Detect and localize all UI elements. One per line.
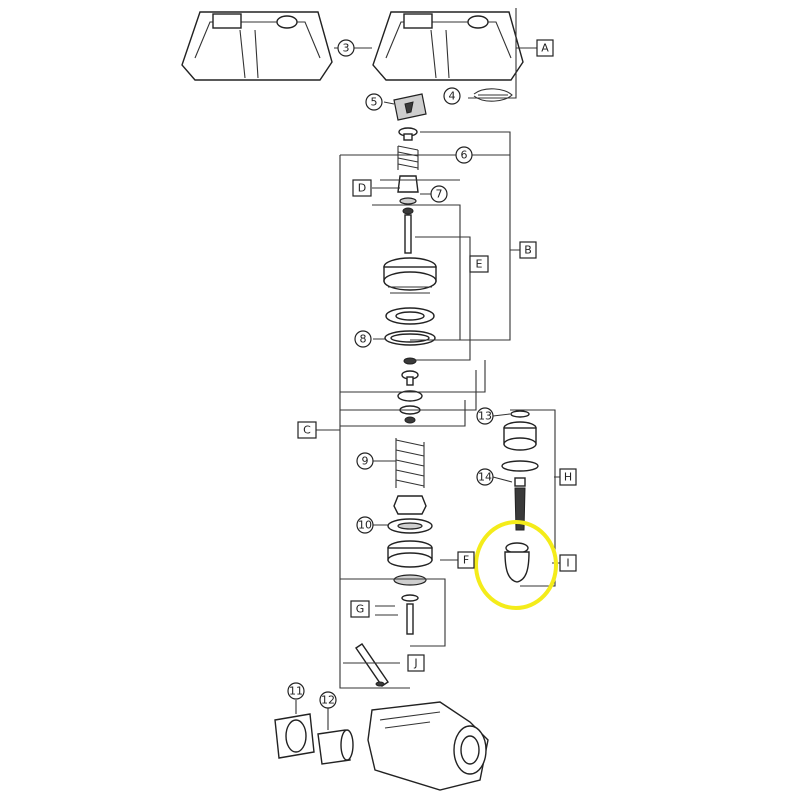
svg-text:7: 7	[436, 188, 443, 201]
svg-text:H: H	[564, 471, 572, 484]
bonnet-nut	[383, 257, 437, 294]
svg-text:5: 5	[371, 96, 378, 109]
group-label-b: B	[519, 241, 537, 259]
callout-11: 11	[287, 682, 305, 700]
seal-disc	[393, 574, 427, 586]
valve-body	[367, 701, 489, 791]
small-washers	[397, 357, 423, 424]
group-label-i: I	[559, 554, 577, 572]
diaphragm	[387, 540, 433, 568]
highlight-circle	[474, 520, 558, 610]
tube-12	[317, 729, 354, 765]
nut-11	[274, 713, 315, 759]
group-label-j: J	[407, 654, 425, 672]
callout-3: 3	[337, 39, 355, 57]
callout-14: 14	[476, 468, 494, 486]
ring-h	[501, 460, 539, 472]
group-label-d: D	[352, 179, 372, 197]
svg-text:4: 4	[449, 90, 456, 103]
svg-text:D: D	[358, 182, 366, 195]
svg-text:F: F	[463, 554, 469, 567]
valve-head	[397, 175, 419, 215]
svg-text:E: E	[476, 258, 483, 271]
group-label-a: A	[536, 39, 554, 57]
svg-text:C: C	[303, 424, 311, 437]
pin-g	[401, 594, 419, 635]
group-label-e: E	[469, 255, 489, 273]
bleed-pin-j	[355, 643, 389, 687]
group-label-h: H	[559, 468, 577, 486]
callout-7: 7	[430, 185, 448, 203]
callout-8: 8	[354, 330, 372, 348]
svg-text:B: B	[524, 244, 532, 257]
diaphragm-plate	[387, 518, 433, 534]
filter-cup-i	[504, 542, 530, 583]
svg-text:J: J	[413, 657, 417, 670]
group-label-g: G	[350, 600, 370, 618]
svg-text:A: A	[541, 42, 549, 55]
callout-10: 10	[356, 516, 374, 534]
group-label-c: C	[297, 421, 317, 439]
callout-13: 13	[476, 407, 494, 425]
svg-text:12: 12	[321, 694, 335, 707]
svg-text:6: 6	[461, 149, 468, 162]
screw-14	[514, 477, 526, 531]
hex-nut	[393, 495, 427, 515]
svg-text:G: G	[356, 603, 365, 616]
svg-text:8: 8	[360, 333, 367, 346]
svg-text:9: 9	[362, 455, 369, 468]
callout-4: 4	[443, 87, 461, 105]
spring-lower	[395, 438, 425, 488]
svg-text:13: 13	[478, 410, 492, 423]
clip-part	[473, 88, 513, 102]
cover-right	[372, 11, 524, 81]
callout-5: 5	[365, 93, 383, 111]
top-button	[398, 127, 418, 141]
svg-text:3: 3	[343, 42, 350, 55]
stem-pin	[404, 214, 412, 254]
callout-9: 9	[356, 452, 374, 470]
svg-text:11: 11	[289, 685, 303, 698]
svg-text:10: 10	[358, 519, 372, 532]
cover-left	[181, 11, 333, 81]
callout-12: 12	[319, 691, 337, 709]
cap-part	[393, 93, 427, 121]
svg-text:I: I	[566, 557, 569, 570]
group-label-f: F	[457, 551, 475, 569]
nut-h	[503, 421, 537, 451]
gasket	[385, 307, 435, 325]
svg-text:14: 14	[478, 471, 492, 484]
o-ring-13	[510, 410, 530, 418]
spring-upper	[397, 145, 419, 170]
o-ring-large	[384, 330, 436, 346]
callout-6: 6	[455, 146, 473, 164]
